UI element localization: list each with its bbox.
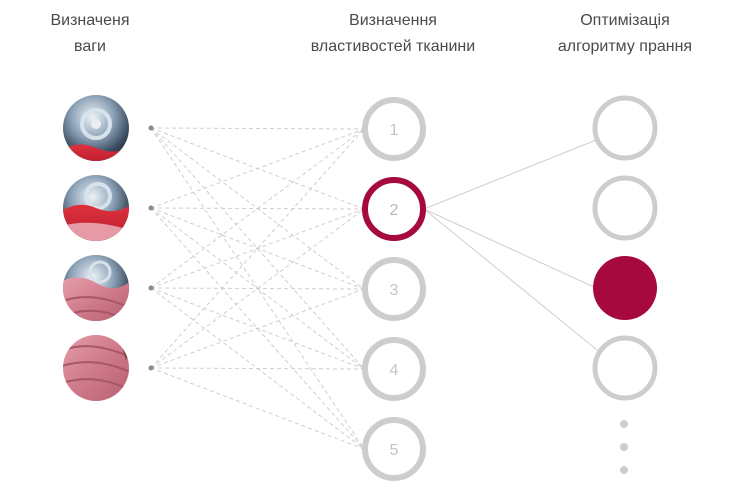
input-connection-line bbox=[150, 128, 365, 369]
optimization-heading-line2: алгоритму прання bbox=[557, 38, 693, 55]
output-connection-line bbox=[423, 208, 597, 289]
output-node-1 bbox=[592, 95, 658, 161]
fabric-heading: Визначення властивостей тканини bbox=[278, 8, 508, 60]
input-connection-line bbox=[150, 128, 365, 289]
input-point-2 bbox=[148, 205, 154, 211]
input-connection-line bbox=[150, 208, 365, 369]
fabric-node-2-label: 2 bbox=[390, 202, 399, 219]
input-point-1 bbox=[148, 125, 154, 131]
ellipsis-dot-3 bbox=[620, 466, 628, 474]
weight-heading: Визначеня ваги bbox=[20, 8, 160, 60]
output-connections bbox=[423, 139, 603, 355]
weight-heading-line2: ваги bbox=[74, 38, 106, 55]
input-point-4 bbox=[148, 365, 154, 371]
input-connection-line bbox=[150, 127, 365, 370]
input-connection-line bbox=[150, 207, 365, 450]
output-connection-line bbox=[423, 139, 597, 210]
input-connection-line bbox=[150, 207, 365, 210]
fabric-node-3: 3 bbox=[362, 257, 426, 321]
input-connection-line bbox=[150, 288, 365, 369]
drum-half-load-icon bbox=[63, 255, 129, 321]
fabric-node-3-label: 3 bbox=[390, 282, 399, 299]
drum-empty-icon bbox=[63, 95, 129, 161]
ellipsis-dot-1 bbox=[620, 420, 628, 428]
input-connections bbox=[150, 127, 365, 450]
fabric-heading-line1: Визначення bbox=[349, 12, 437, 29]
output-connection-line bbox=[423, 208, 603, 355]
fabric-node-2: 2 bbox=[362, 177, 426, 241]
output-node-4 bbox=[592, 335, 658, 401]
output-node-3-active bbox=[593, 256, 657, 320]
drum-full-load-icon bbox=[63, 335, 129, 401]
input-connection-line bbox=[150, 127, 365, 130]
input-connection-line bbox=[150, 208, 365, 289]
input-connection-line bbox=[150, 367, 365, 450]
drum-low-load-icon bbox=[63, 175, 129, 241]
input-connection-line bbox=[150, 287, 365, 290]
fabric-node-4: 4 bbox=[362, 337, 426, 401]
input-connection-line bbox=[150, 367, 365, 370]
input-connection-line bbox=[150, 128, 365, 209]
fabric-node-5-label: 5 bbox=[390, 442, 399, 459]
fabric-node-4-label: 4 bbox=[390, 362, 399, 379]
fabric-node-1-label: 1 bbox=[390, 122, 399, 139]
fabric-heading-line2: властивостей тканини bbox=[310, 38, 476, 55]
optimization-heading-line1: Оптимізація bbox=[580, 12, 670, 29]
weight-heading-line1: Визначеня bbox=[50, 12, 130, 29]
optimization-heading: Оптимізація алгоритму прання bbox=[520, 8, 730, 60]
input-point-3 bbox=[148, 285, 154, 291]
fabric-node-1: 1 bbox=[362, 97, 426, 161]
fabric-node-5: 5 bbox=[362, 417, 426, 481]
output-node-2 bbox=[592, 175, 658, 241]
ellipsis-dot-2 bbox=[620, 443, 628, 451]
